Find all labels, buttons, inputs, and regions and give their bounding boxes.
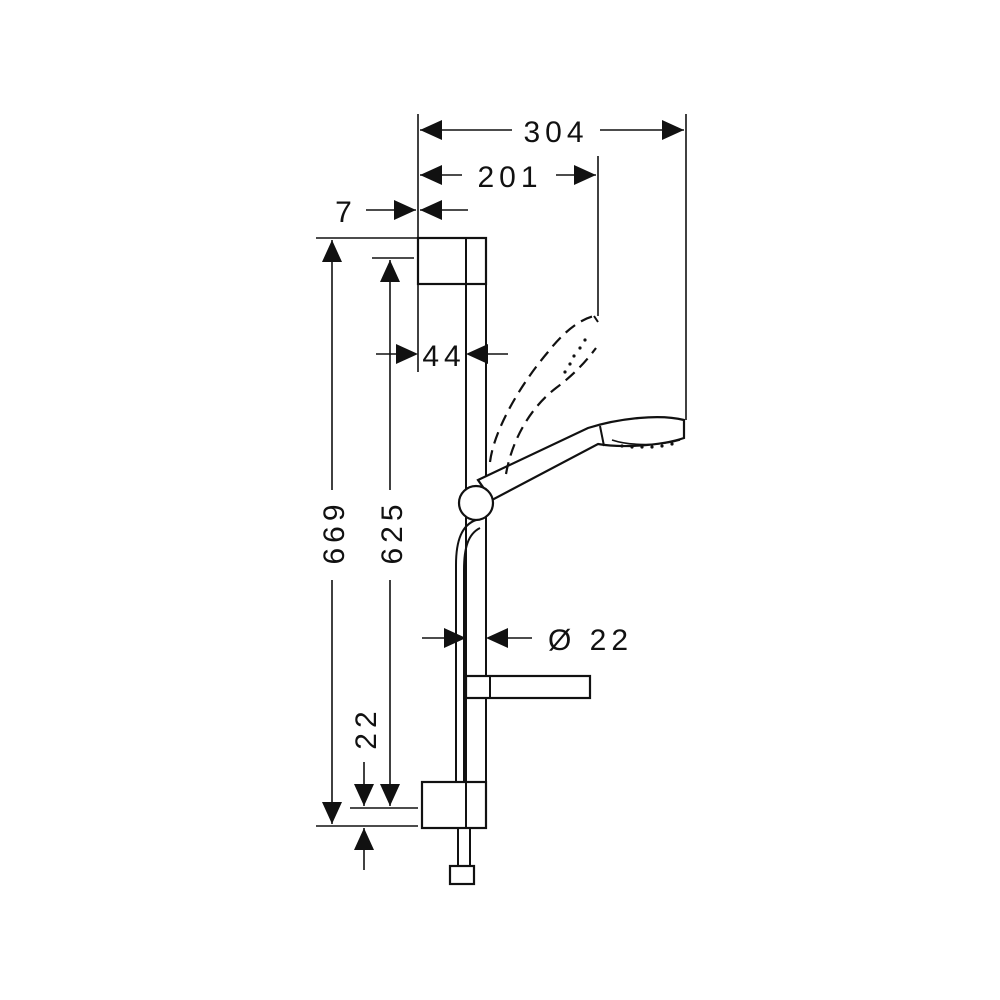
bracket-spacing-label: 625 xyxy=(376,499,409,564)
dimension-bracket-spacing: 625 xyxy=(376,260,409,806)
overall-width-label: 304 xyxy=(523,116,588,149)
dimension-bar-diameter: Ø 22 xyxy=(422,624,633,657)
hand-shower-tilted-outline xyxy=(488,314,599,475)
bar-depth-label: 44 xyxy=(422,340,465,373)
dimension-bottom-offset: 22 xyxy=(350,706,383,870)
dimension-wall-offset: 7 xyxy=(335,196,468,229)
dimension-overall-height: 669 xyxy=(318,240,351,824)
bottom-wall-bracket xyxy=(420,780,488,830)
hand-shower xyxy=(476,416,686,502)
top-wall-bracket xyxy=(416,236,488,286)
slider-pivot xyxy=(457,484,495,522)
bottom-offset-label: 22 xyxy=(350,706,383,749)
dimension-overall-width: 304 xyxy=(420,116,684,149)
dimension-bar-depth: 44 xyxy=(376,340,508,373)
showerhead-reach-label: 201 xyxy=(477,161,542,194)
soap-dish xyxy=(464,674,592,700)
extension-lines xyxy=(316,114,687,827)
bar-diameter-label: Ø 22 xyxy=(548,624,633,657)
shower-hose xyxy=(448,519,481,886)
wall-offset-label: 7 xyxy=(335,196,357,229)
overall-height-label: 669 xyxy=(318,499,351,564)
dimension-showerhead-reach: 201 xyxy=(420,161,596,194)
